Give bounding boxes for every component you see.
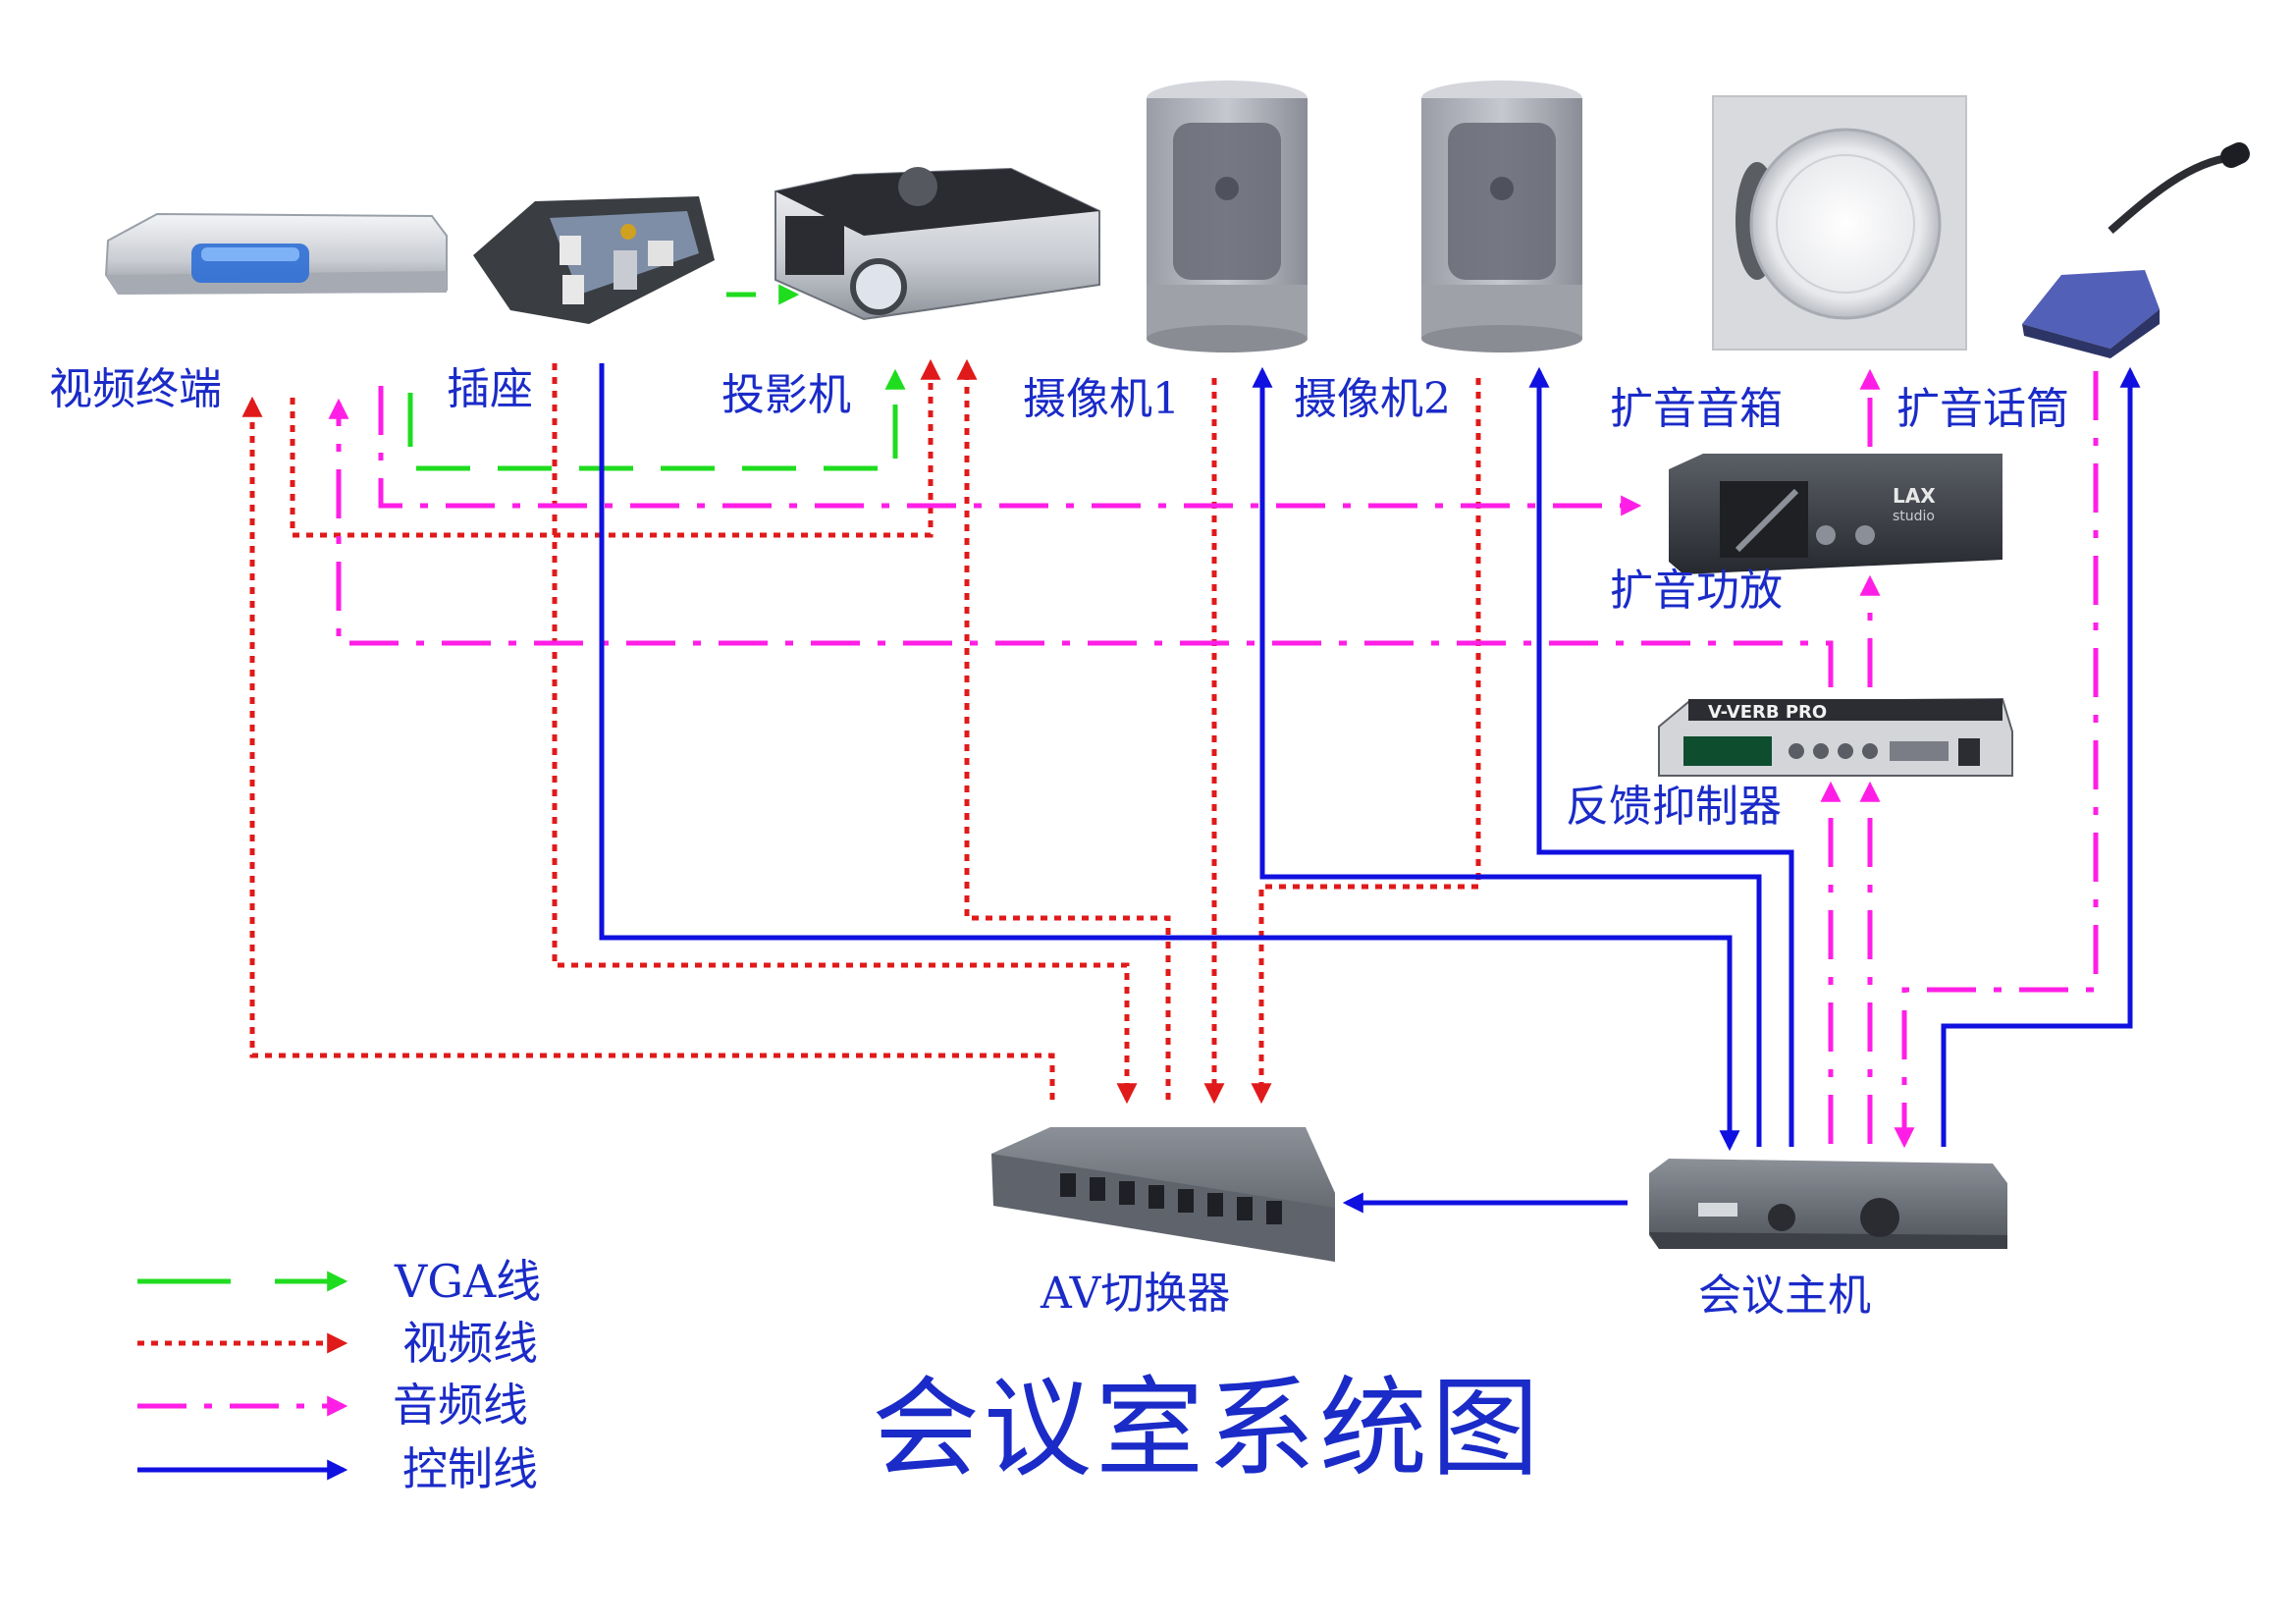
speaker-device [1712, 95, 1967, 351]
legend-label-audio: 音频线 [393, 1379, 528, 1432]
video-to-terminal [241, 396, 1055, 1100]
label-av-switcher: AV切换器 [1041, 1269, 1231, 1319]
vga-lines [407, 284, 906, 471]
audio-suppressor-to-terminal [328, 398, 1834, 687]
video-socket-to-switcher [552, 363, 1138, 1105]
legend-label-control: 控制线 [402, 1442, 538, 1495]
audio-microphone-to-host [1894, 371, 2099, 1149]
camera2-device [1421, 81, 1582, 352]
label-camera1: 摄像机1 [1023, 374, 1180, 424]
label-amplifier: 扩音功放 [1610, 566, 1783, 616]
control-host-to-camera2 [1528, 366, 1794, 1147]
diagram-title: 会议室系统图 [872, 1366, 1543, 1491]
control-host-to-microphone [1941, 366, 2141, 1147]
video-terminal-to-projector [290, 358, 941, 538]
video-terminal-device [104, 212, 448, 295]
amplifier-device: LAX studio [1669, 454, 2002, 574]
label-video-terminal: 视频终端 [49, 364, 222, 414]
socket-device [473, 196, 715, 324]
audio-terminal-to-amplifier [378, 386, 1642, 516]
control-lines [599, 363, 2141, 1214]
amplifier-logo: LAX [1893, 484, 1936, 508]
legend [137, 1271, 348, 1481]
control-socket-to-host [599, 363, 1740, 1152]
label-camera2: 摄像机2 [1294, 374, 1451, 424]
suppressor-brand: V-VERB PRO [1708, 702, 1827, 723]
label-projector: 投影机 [721, 370, 851, 420]
label-socket: 插座 [447, 364, 533, 414]
camera1-device [1147, 81, 1308, 352]
projector-device [774, 167, 1100, 321]
legend-label-video: 视频线 [402, 1317, 538, 1370]
control-host-to-camera1 [1252, 366, 1762, 1147]
microphone-device [2022, 141, 2250, 358]
video-to-projector [956, 358, 1171, 1100]
label-feedback-suppressor: 反馈抑制器 [1566, 782, 1782, 832]
amplifier-sub: studio [1893, 509, 1935, 524]
feedback-suppressor-device: V-VERB PRO [1658, 697, 2013, 777]
conference-host-device [1649, 1159, 2007, 1249]
label-conference-host: 会议主机 [1698, 1271, 1871, 1321]
label-microphone: 扩音话筒 [1896, 384, 2069, 434]
video-lines [241, 358, 1481, 1105]
av-switcher-device [991, 1127, 1335, 1262]
vga-socket-to-projector-lower [407, 368, 906, 471]
video-camera2-to-switcher [1251, 378, 1481, 1105]
legend-label-vga: VGA线 [395, 1255, 542, 1308]
label-speaker: 扩音音箱 [1610, 384, 1783, 434]
audio-lines [328, 368, 2099, 1149]
